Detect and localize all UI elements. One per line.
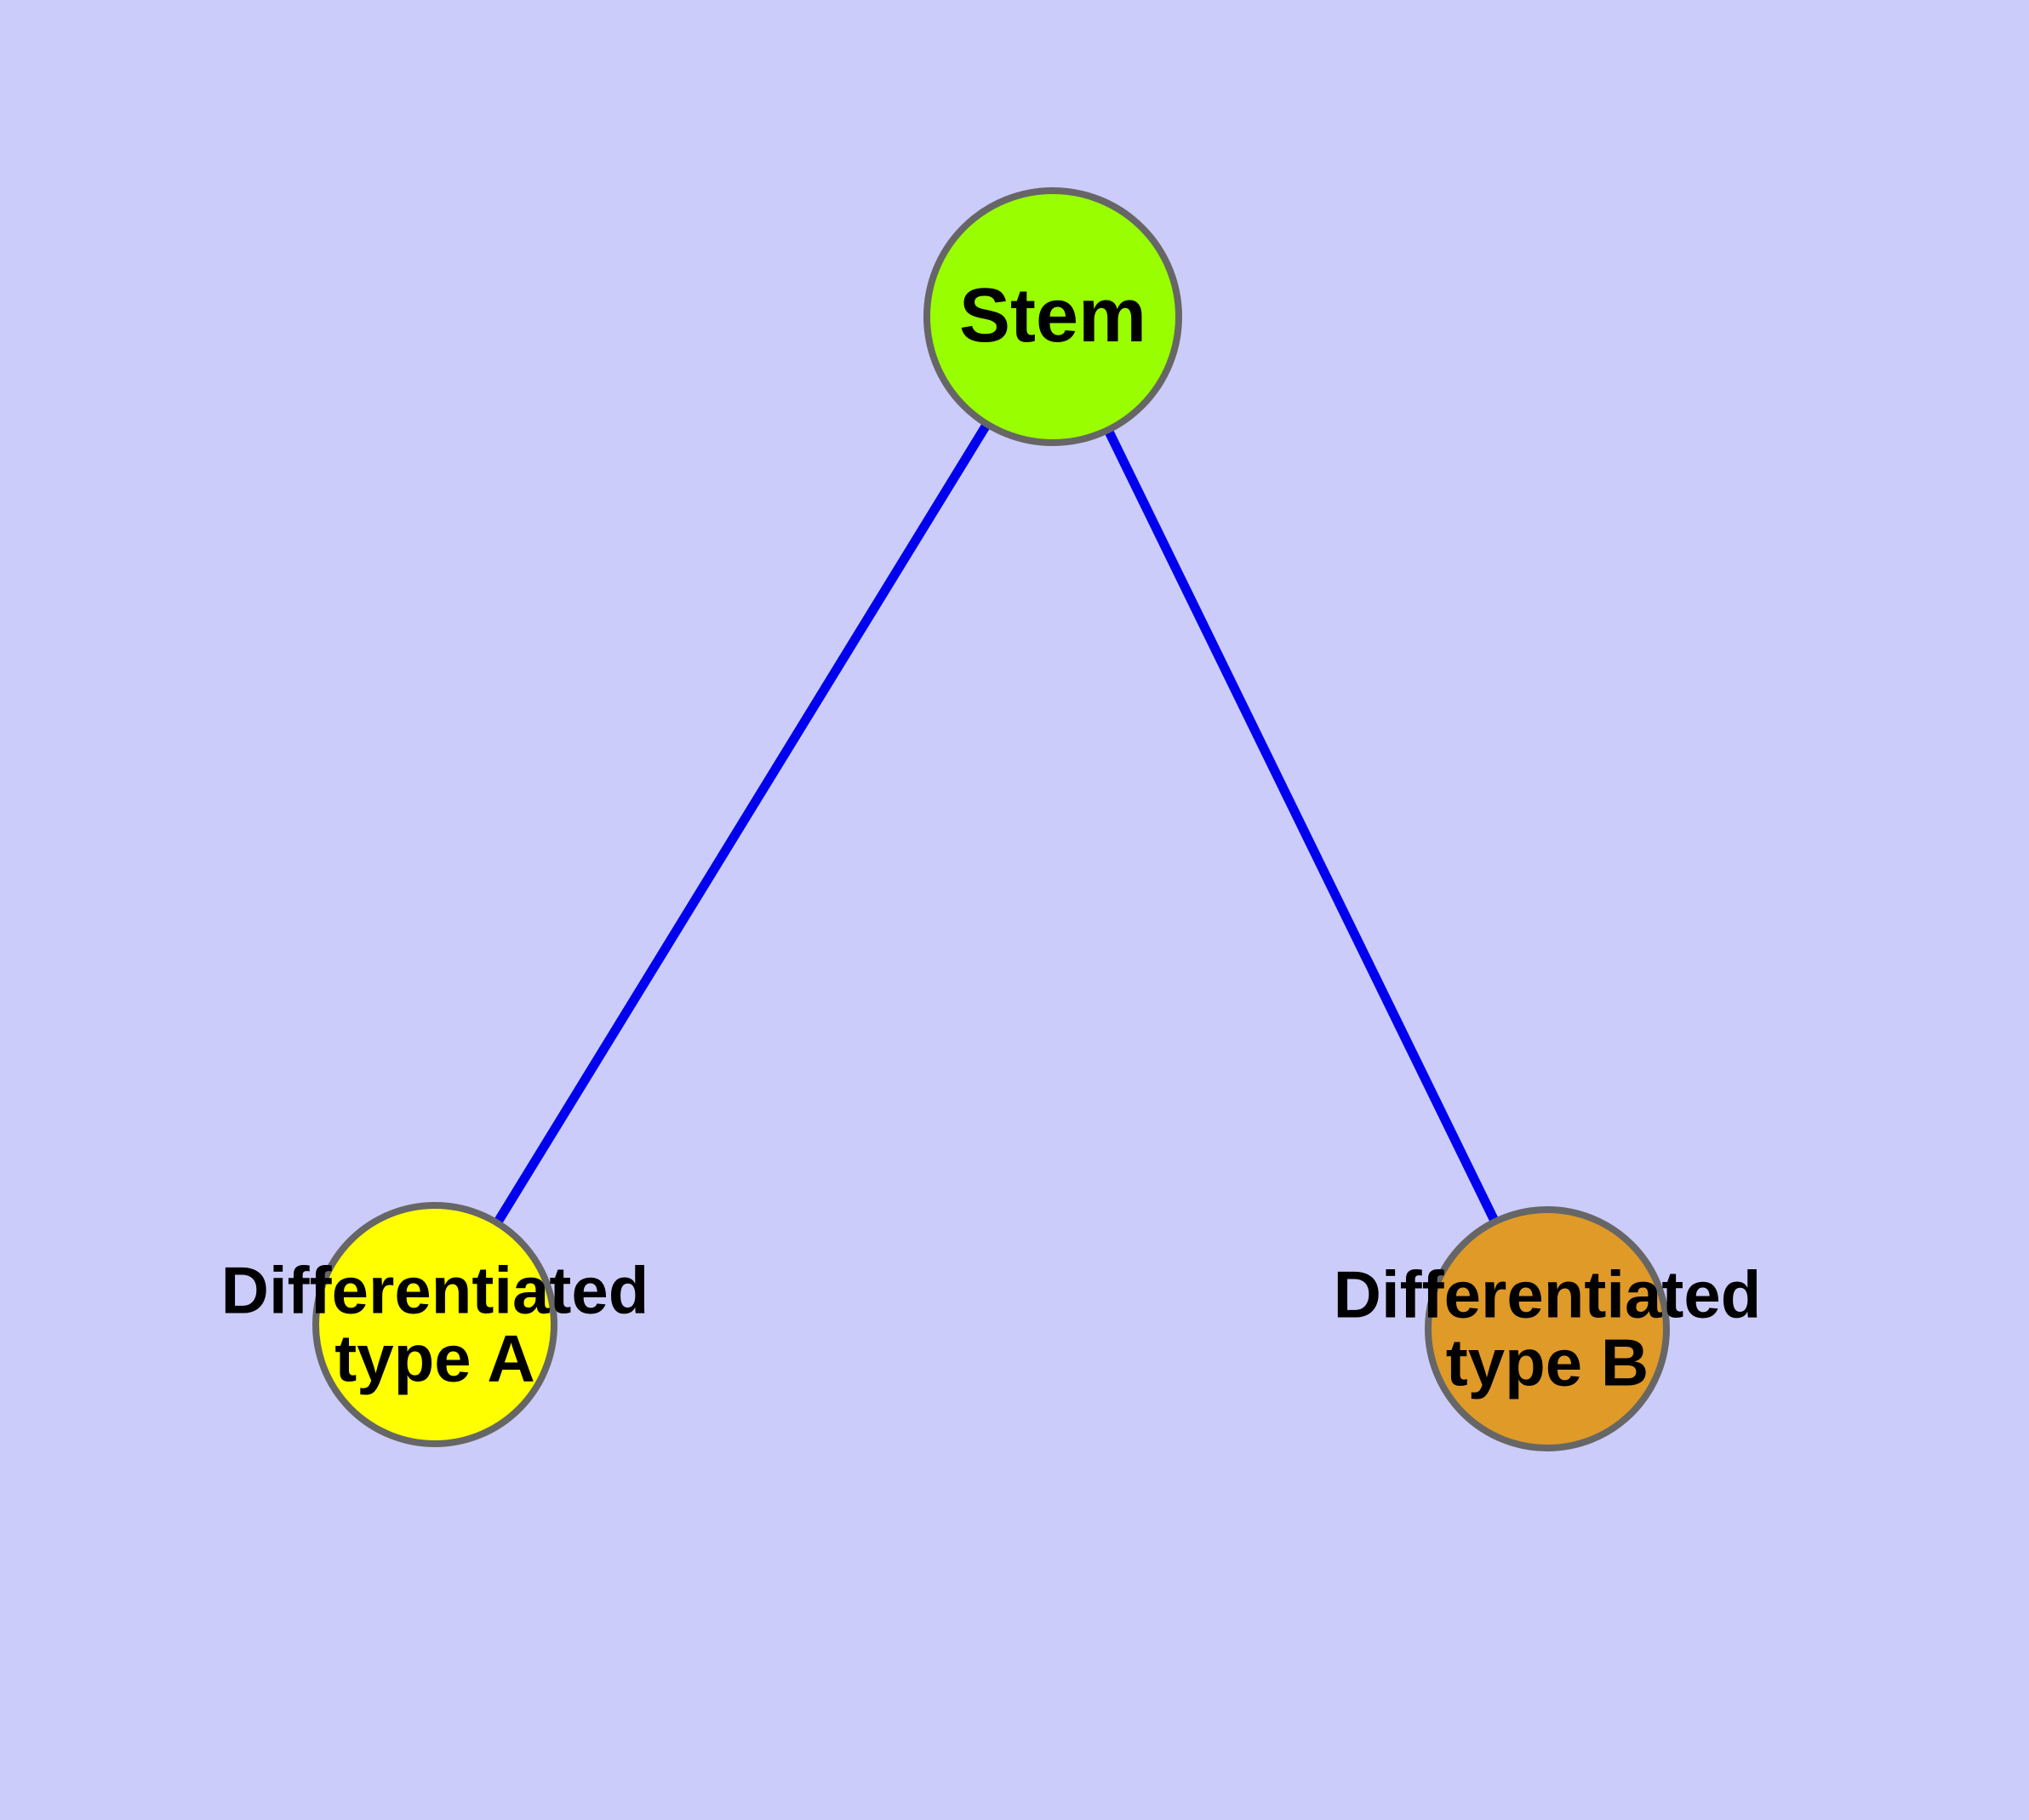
node-diff_a[interactable] [312, 1202, 557, 1447]
edge-stem-diff_a[interactable] [431, 314, 1057, 1327]
node-stem[interactable] [923, 187, 1182, 446]
node-diff_b[interactable] [1425, 1206, 1670, 1451]
node-layer [312, 187, 1670, 1451]
edge-layer [431, 314, 1552, 1331]
edge-stem-diff_b[interactable] [1049, 314, 1552, 1331]
